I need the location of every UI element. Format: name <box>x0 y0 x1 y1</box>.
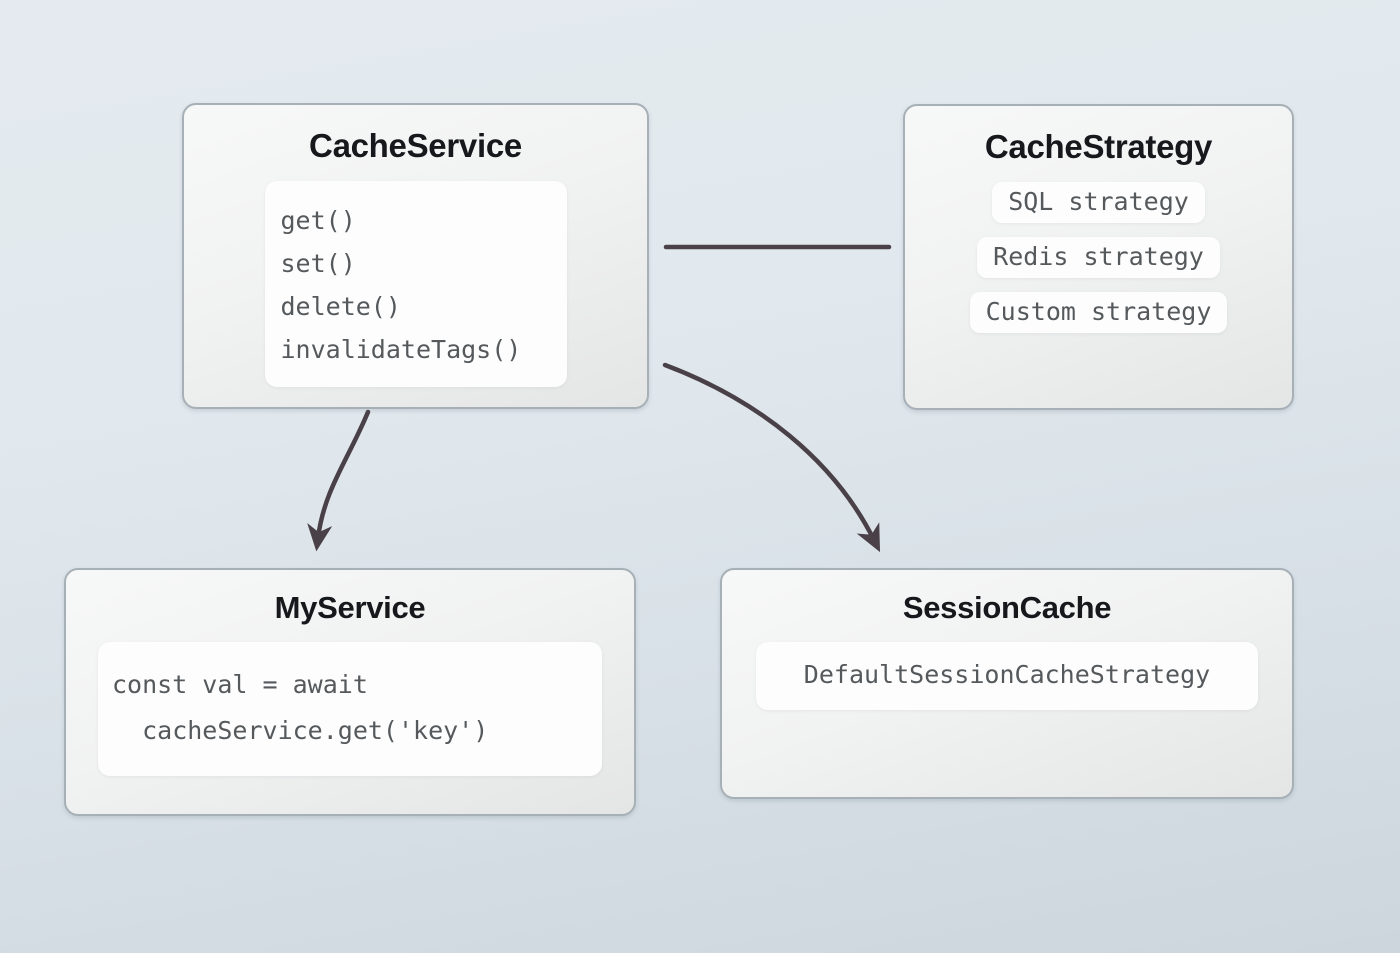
method-get: get() <box>280 206 356 235</box>
strategy-chip-custom[interactable]: Custom strategy <box>969 292 1228 333</box>
strategy-chip-sql[interactable]: SQL strategy <box>992 182 1205 223</box>
method-invalidate-tags: invalidateTags() <box>280 335 522 364</box>
node-cache-service-title: CacheService <box>309 127 522 164</box>
node-session-cache-title: SessionCache <box>902 590 1112 625</box>
code-line-1: const val = await <box>112 670 368 699</box>
node-my-service-title: MyService <box>274 590 426 625</box>
connector-cache-service-to-my-service <box>307 409 371 552</box>
node-session-cache[interactable]: SessionCache DefaultSessionCacheStrategy <box>720 568 1294 799</box>
connector-cache-service-to-session-cache <box>662 362 881 553</box>
cache-service-method-list: get() set() delete() invalidateTags() <box>264 181 567 387</box>
node-cache-service[interactable]: CacheService get() set() delete() invali… <box>182 103 649 409</box>
session-cache-code-block: DefaultSessionCacheStrategy <box>756 642 1258 710</box>
node-cache-strategy[interactable]: CacheStrategy SQL strategy Redis strateg… <box>903 104 1294 410</box>
method-set: set() <box>280 249 356 278</box>
node-cache-strategy-title: CacheStrategy <box>984 128 1213 165</box>
code-line-2: cacheService.get('key') <box>112 716 489 745</box>
method-delete: delete() <box>280 292 401 321</box>
strategy-chip-list: SQL strategy Redis strategy Custom strat… <box>905 182 1292 333</box>
strategy-chip-redis[interactable]: Redis strategy <box>977 237 1220 278</box>
node-my-service[interactable]: MyService const val = await cacheService… <box>64 568 636 816</box>
my-service-code-block: const val = await cacheService.get('key'… <box>98 642 602 776</box>
